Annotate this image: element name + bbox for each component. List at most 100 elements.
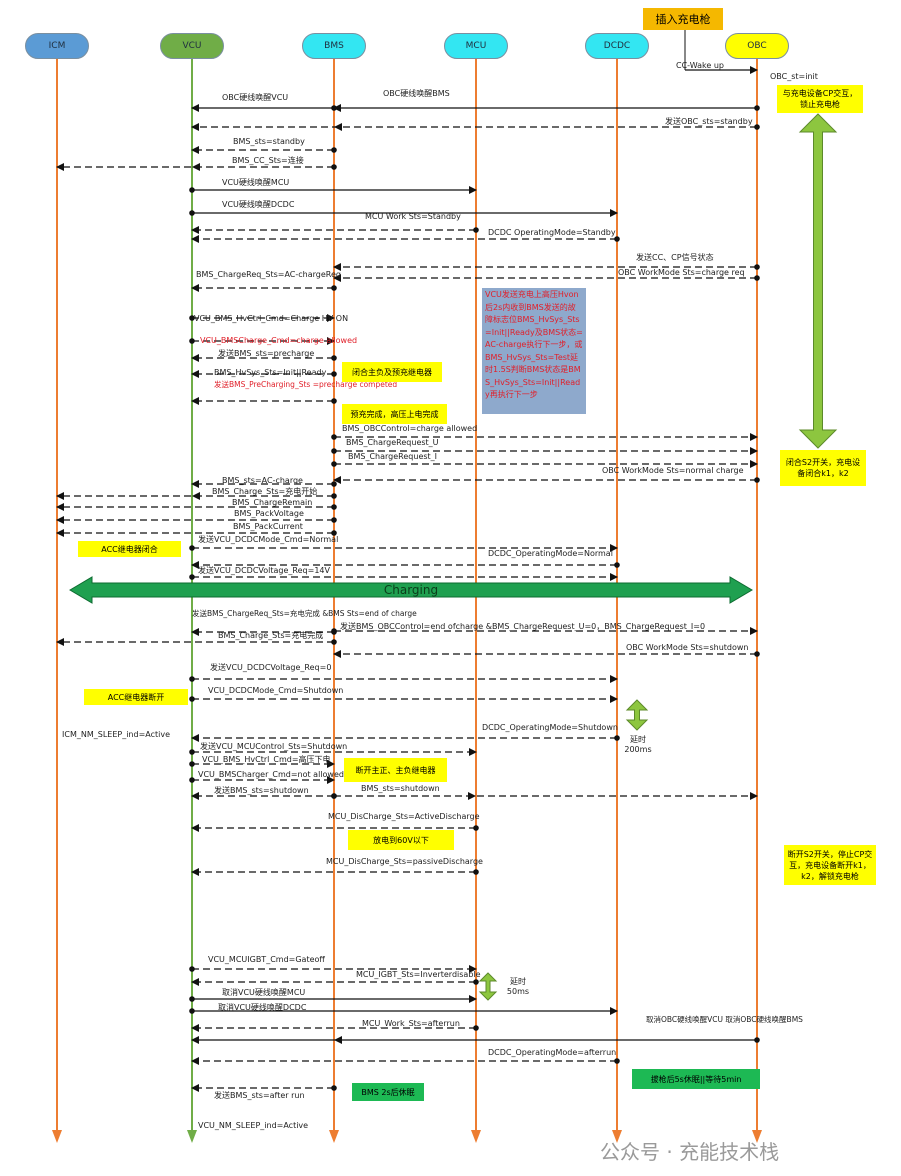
message-origin-dot	[189, 338, 195, 344]
message: MCU_DisCharge_Sts=passiveDischarge	[191, 857, 483, 876]
note-box: 插入充电枪	[643, 8, 723, 30]
message-label: BMS_OBCControl=charge allowed	[342, 424, 477, 433]
message: 发送VCU_DCDCVoltage_Req=0	[189, 662, 618, 683]
message-label: DCDC_OperatingMode=afterrun	[488, 1048, 616, 1057]
message: OBC WorkMode Sts=charge req	[333, 268, 760, 282]
message-label: MCU_IGBT_Sts=Inverterdisable	[356, 970, 481, 979]
message-origin-dot	[189, 996, 195, 1002]
lifeline-end-arrow	[752, 1130, 762, 1143]
delay-200ms-arrow	[625, 699, 649, 731]
message-origin-dot	[331, 448, 337, 454]
message-label: BMS_ChargeRequest_I	[348, 452, 437, 461]
note-box: 断开S2开关，停止CP交互，充电设备断开k1，k2，解锁充电枪	[784, 845, 876, 885]
message: 发送VCU_DCDCVoltage_Req=14V	[189, 565, 618, 581]
message-origin-dot	[331, 530, 337, 536]
lifeline-end-arrow	[52, 1130, 62, 1143]
message: 发送BMS_PreCharging_Sts =precharge compete…	[191, 379, 397, 405]
note-box: 预充完成，高压上电完成	[342, 404, 447, 424]
message-origin-dot	[331, 504, 337, 510]
message-origin-dot	[331, 105, 337, 111]
watermark: 公众号 · 充能技术栈	[600, 1140, 780, 1164]
message-label: BMS_ChargeRequest_U	[346, 438, 439, 447]
lane-header-obc: OBC	[725, 33, 789, 59]
message-origin-dot	[331, 461, 337, 467]
message: MCU_IGBT_Sts=Inverterdisable	[191, 970, 481, 986]
message: VCU硬线唤醒DCDC	[189, 199, 618, 217]
message-origin-dot	[189, 574, 195, 580]
message-label: 发送VCU_DCDCMode_Cmd=Normal	[198, 534, 338, 544]
message-origin-dot	[189, 1008, 195, 1014]
message-origin-dot	[754, 1037, 760, 1043]
message-origin-dot	[189, 187, 195, 193]
message: BMS_sts=standby	[191, 137, 337, 154]
message-label: BMS_Charge_Sts=充电完成	[218, 630, 323, 640]
message: VCU_BMSCharge_Cmd=charge allowed	[189, 336, 357, 345]
message-label: BMS_sts=standby	[233, 137, 305, 146]
message-origin-dot	[331, 639, 337, 645]
note-box: 断开主正、主负继电器	[344, 758, 447, 782]
message-origin-dot	[189, 210, 195, 216]
obc-init-text: OBC_st=init	[770, 72, 818, 81]
message: OBC硬线唤醒BMS	[333, 88, 760, 112]
note-box: 拔枪后5s休眠||等待5min	[632, 1069, 760, 1089]
message: MCU_DisCharge_Sts=ActiveDischarge	[191, 812, 480, 832]
message: 取消OBC硬线唤醒VCU 取消OBC硬线唤醒BMS	[191, 1014, 803, 1044]
message-label: OBC WorkMode Sts=shutdown	[626, 643, 749, 652]
note-box: 放电到60V以下	[348, 830, 454, 850]
intermediate-arrowhead	[468, 792, 476, 800]
message-origin-dot	[614, 236, 620, 242]
message-label: VCU_BMSCharger_Cmd=not allowed	[198, 770, 344, 779]
note-box: 与充电设备CP交互，锁止充电枪	[777, 85, 863, 113]
message-label: MCU_DisCharge_Sts=ActiveDischarge	[328, 812, 480, 821]
delay-200ms-text: 延时 200ms	[624, 735, 652, 754]
note-box: ACC继电器断开	[84, 689, 188, 705]
message-label: MCU_Work_Sts=afterrun	[362, 1019, 460, 1028]
message-label: 取消VCU硬线唤醒DCDC	[218, 1002, 307, 1012]
message-label: OBC WorkMode Sts=normal charge	[602, 466, 744, 475]
message-label: DCDC_OperatingMode=Shutdown	[482, 723, 618, 732]
message-origin-dot	[473, 869, 479, 875]
note-box: 闭合主负及预充继电器	[342, 362, 442, 382]
message: DCDC_OperatingMode=Normal	[191, 549, 620, 569]
lifeline-end-arrow	[471, 1130, 481, 1143]
message-origin-dot	[189, 676, 195, 682]
message: BMS_PackCurrent	[56, 522, 337, 537]
message-origin-dot	[331, 517, 337, 523]
message: BMS_Charge_Sts=充电开始	[56, 486, 337, 500]
message-label: 发送BMS_sts=shutdown	[214, 785, 309, 795]
message-origin-dot	[473, 1025, 479, 1031]
message: BMS_OBCControl=charge allowed	[331, 424, 758, 441]
lane-header-vcu: VCU	[160, 33, 224, 59]
icm-sleep-text: ICM_NM_SLEEP_ind=Active	[62, 730, 171, 739]
message-origin-dot	[189, 315, 195, 321]
message: BMS_Charge_Sts=充电完成	[56, 630, 337, 646]
message-label: VCU硬线唤醒MCU	[222, 177, 289, 187]
message: BMS_ChargeRequest_I	[331, 452, 758, 468]
message-label: BMS_PackCurrent	[233, 522, 303, 531]
message: VCU_MCUIGBT_Cmd=Gateoff	[189, 955, 477, 973]
note-box: BMS 2s后休眠	[352, 1083, 424, 1101]
message-origin-dot	[614, 1058, 620, 1064]
message: OBC WorkMode Sts=normal charge	[333, 466, 760, 484]
note-box: 闭合S2开关，充电设备闭合k1，k2	[780, 450, 866, 486]
lifeline-end-arrow	[187, 1130, 197, 1143]
message-origin-dot	[331, 434, 337, 440]
message-origin-dot	[754, 275, 760, 281]
message: VCU_BMS_HvCtrl_Cmd=Charge HV ON	[189, 314, 348, 323]
message-origin-dot	[331, 481, 337, 487]
charging-label: Charging	[384, 583, 438, 597]
message-origin-dot	[331, 371, 337, 377]
lifeline-end-arrow	[329, 1130, 339, 1143]
message: DCDC OperatingMode=Standby	[191, 228, 620, 243]
intermediate-arrowhead	[334, 123, 342, 131]
message-origin-dot	[614, 562, 620, 568]
message: 发送OBC_sts=standby	[191, 116, 760, 131]
message-origin-dot	[189, 761, 195, 767]
message-origin-dot	[754, 105, 760, 111]
message-origin-dot	[331, 355, 337, 361]
message: VCU_BMS_HvCtrl_Cmd=高压下电	[189, 754, 335, 768]
message-origin-dot	[331, 628, 337, 634]
message-label: VCU_DCDCMode_Cmd=Shutdown	[208, 686, 343, 695]
message: BMS_ChargeRequest_U	[331, 438, 758, 455]
message-origin-dot	[473, 227, 479, 233]
